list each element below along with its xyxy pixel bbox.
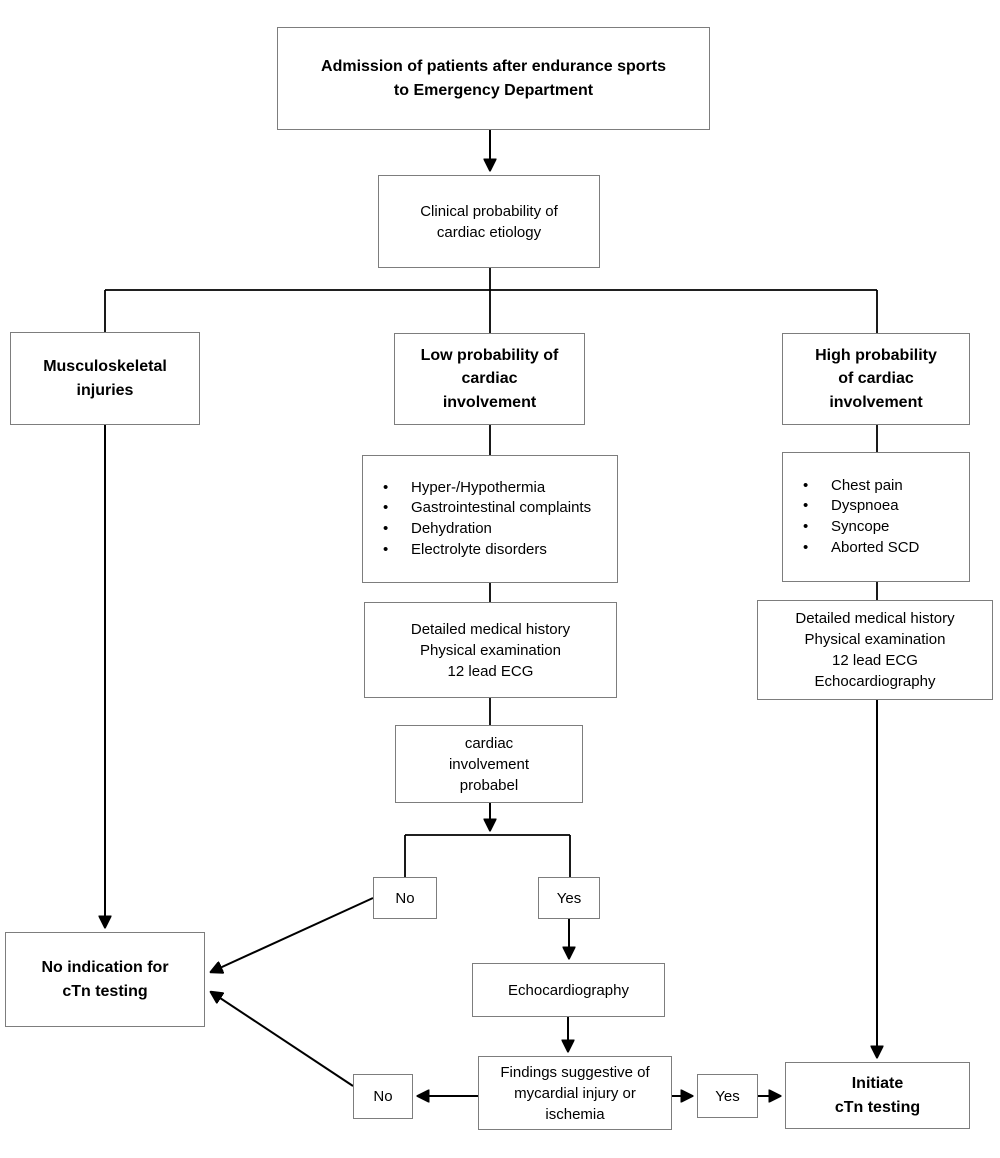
node-decision-no-lower: No	[353, 1074, 413, 1119]
node-high-probability: High probability of cardiac involvement	[782, 333, 970, 425]
node-clinical-probability: Clinical probability of cardiac etiology	[378, 175, 600, 268]
node-admission: Admission of patients after endurance sp…	[277, 27, 710, 130]
list-item: Syncope	[803, 517, 919, 538]
node-low-probability: Low probability of cardiac involvement	[394, 333, 585, 425]
node-findings: Findings suggestive of mycardial injury …	[478, 1056, 672, 1130]
list-item: Dehydration	[383, 519, 591, 540]
arrow-no-lower-to-no-indication	[211, 992, 354, 1087]
node-echocardiography: Echocardiography	[472, 963, 665, 1017]
list-item: Chest pain	[803, 476, 919, 497]
list-item: Gastrointestinal complaints	[383, 498, 591, 519]
node-initiate-ctn: Initiate cTn testing	[785, 1062, 970, 1129]
list-item: Dyspnoea	[803, 496, 919, 517]
node-no-indication: No indication for cTn testing	[5, 932, 205, 1027]
node-high-symptom-list: Chest pain Dyspnoea Syncope Aborted SCD	[782, 452, 970, 582]
arrow-no-upper-to-no-indication	[211, 897, 374, 972]
node-low-symptom-list: Hyper-/Hypothermia Gastrointestinal comp…	[362, 455, 618, 583]
list-item: Aborted SCD	[803, 538, 919, 559]
node-low-workup: Detailed medical history Physical examin…	[364, 602, 617, 698]
node-musculoskeletal-injuries: Musculoskeletal injuries	[10, 332, 200, 425]
high-symptom-items: Chest pain Dyspnoea Syncope Aborted SCD	[783, 476, 919, 559]
node-decision-no-upper: No	[373, 877, 437, 919]
list-item: Electrolyte disorders	[383, 540, 591, 561]
low-symptom-items: Hyper-/Hypothermia Gastrointestinal comp…	[363, 478, 591, 561]
list-item: Hyper-/Hypothermia	[383, 478, 591, 499]
node-decision-yes-upper: Yes	[538, 877, 600, 919]
node-cardiac-probable: cardiac involvement probabel	[395, 725, 583, 803]
node-decision-yes-lower: Yes	[697, 1074, 758, 1118]
node-high-workup: Detailed medical history Physical examin…	[757, 600, 993, 700]
